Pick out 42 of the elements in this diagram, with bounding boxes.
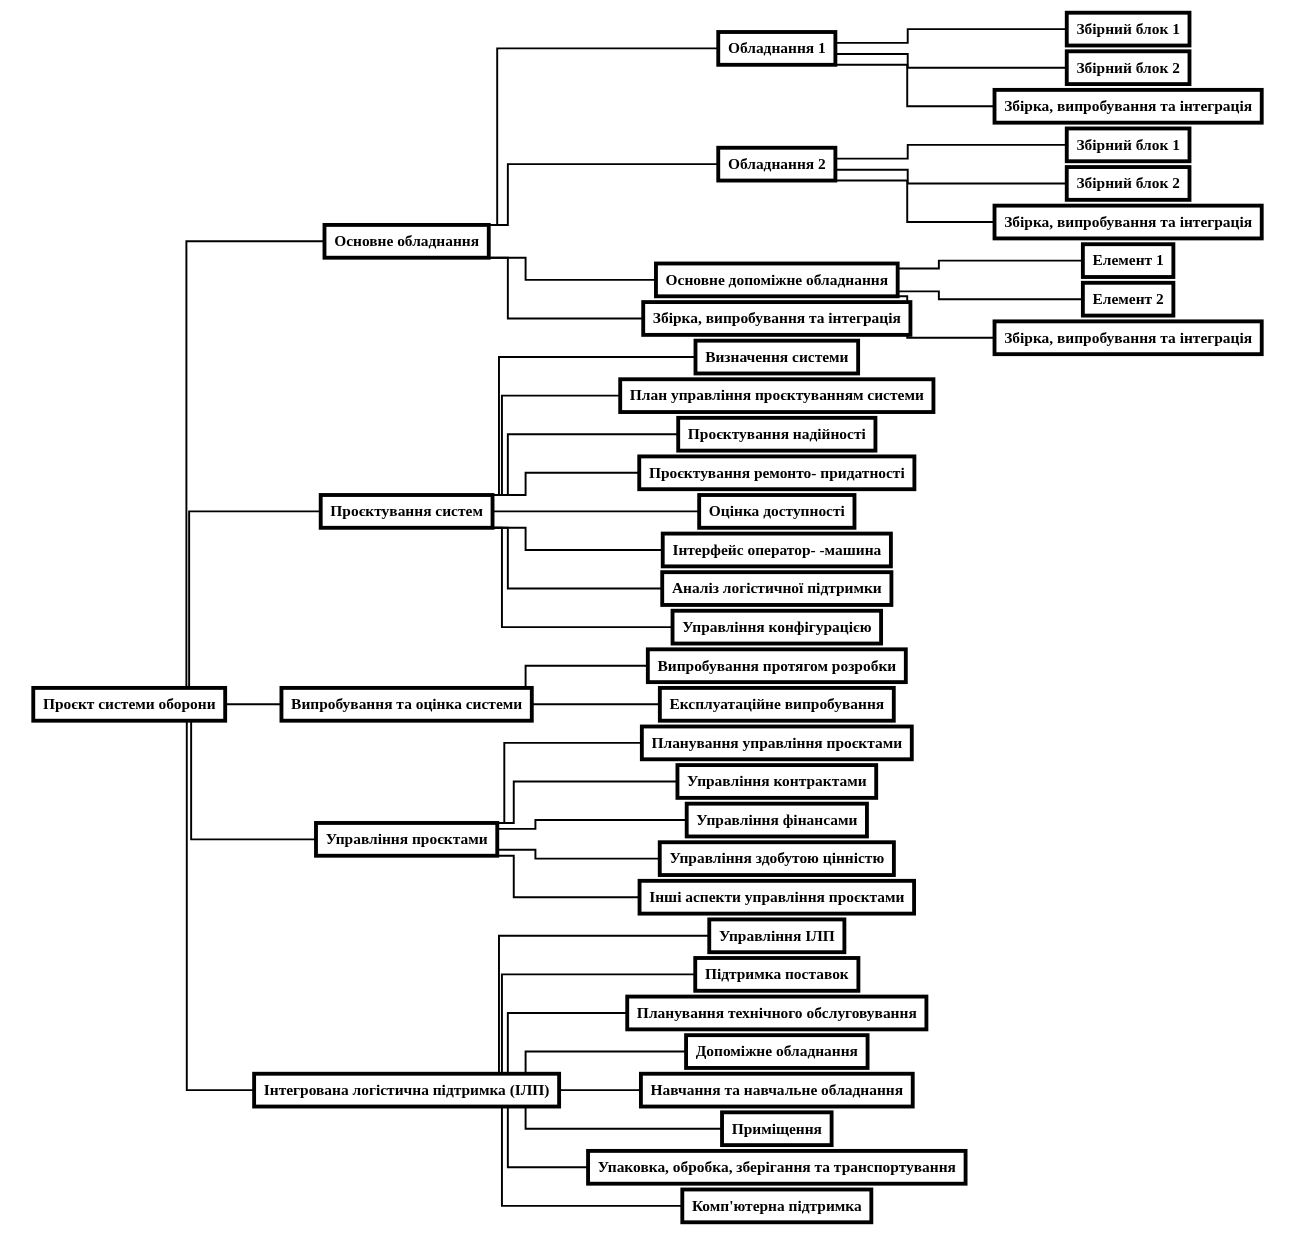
node-box: Збірка, випробування та інтеграція	[992, 319, 1264, 357]
node-box: Основне допоміжне обладнання	[654, 261, 900, 299]
node-box: Управління здобутою цінністю	[657, 840, 896, 877]
node-box: Управління проєктами	[314, 821, 500, 858]
node-box: Оцінка доступності	[697, 493, 857, 530]
node-box: Визначення системи	[693, 338, 861, 376]
node-box: Обладнання 2	[716, 145, 838, 183]
node-box: Планування управління проєктами	[639, 724, 914, 762]
node-box: Елемент 1	[1080, 242, 1176, 279]
node-box: Збірний блок 2	[1064, 165, 1192, 202]
node-box: Проєкт системи оборони	[31, 686, 228, 723]
node-box: Упаковка, обробка, зберігання та транспортування	[586, 1149, 968, 1186]
node-box: Управління ІЛП	[707, 917, 847, 955]
node-box: Допоміжне обладнання	[684, 1033, 870, 1070]
node-box: Збірка, випробування та інтеграція	[992, 203, 1264, 241]
node-box: Інші аспекти управління проєктами	[637, 878, 916, 916]
node-box: Елемент 2	[1080, 280, 1176, 318]
node-box: Випробування та оцінка системи	[279, 686, 534, 723]
node-box: Підтримка поставок	[693, 956, 861, 993]
node-box: Інтерфейс оператор- -машина	[660, 531, 893, 569]
node-box: Інтегрована логістична підтримка (ІЛП)	[252, 1071, 562, 1109]
node-box: Планування технічного обслуговування	[625, 994, 929, 1032]
node-box: Комп'ютерна підтримка	[680, 1187, 874, 1225]
node-box: План управління проєктуванням системи	[618, 377, 936, 414]
node-box: Обладнання 1	[716, 30, 838, 67]
node-box: Проєктування ремонто- придатності	[637, 454, 917, 492]
node-box: Збірка, випробування та інтеграція	[641, 300, 913, 337]
node-box: Приміщення	[720, 1110, 834, 1148]
node-box: Аналіз логістичної підтримки	[660, 570, 894, 607]
node-box: Збірка, випробування та інтеграція	[992, 87, 1264, 125]
node-box: Навчання та навчальне обладнання	[639, 1071, 915, 1109]
node-box: Проєктування систем	[318, 493, 495, 530]
node-box: Основне обладнання	[322, 223, 491, 260]
node-box: Експлуатаційне випробування	[657, 686, 896, 723]
node-box: Управління конфігурацією	[670, 608, 883, 646]
node-box: Проєктування надійності	[676, 415, 878, 453]
node-box: Збірний блок 1	[1064, 126, 1192, 164]
node-box: Збірний блок 2	[1064, 49, 1192, 87]
node-box: Випробування протягом розробки	[645, 647, 908, 685]
node-box: Управління фінансами	[684, 801, 869, 839]
node-box: Збірний блок 1	[1064, 10, 1192, 48]
node-box: Управління контрактами	[675, 763, 879, 800]
